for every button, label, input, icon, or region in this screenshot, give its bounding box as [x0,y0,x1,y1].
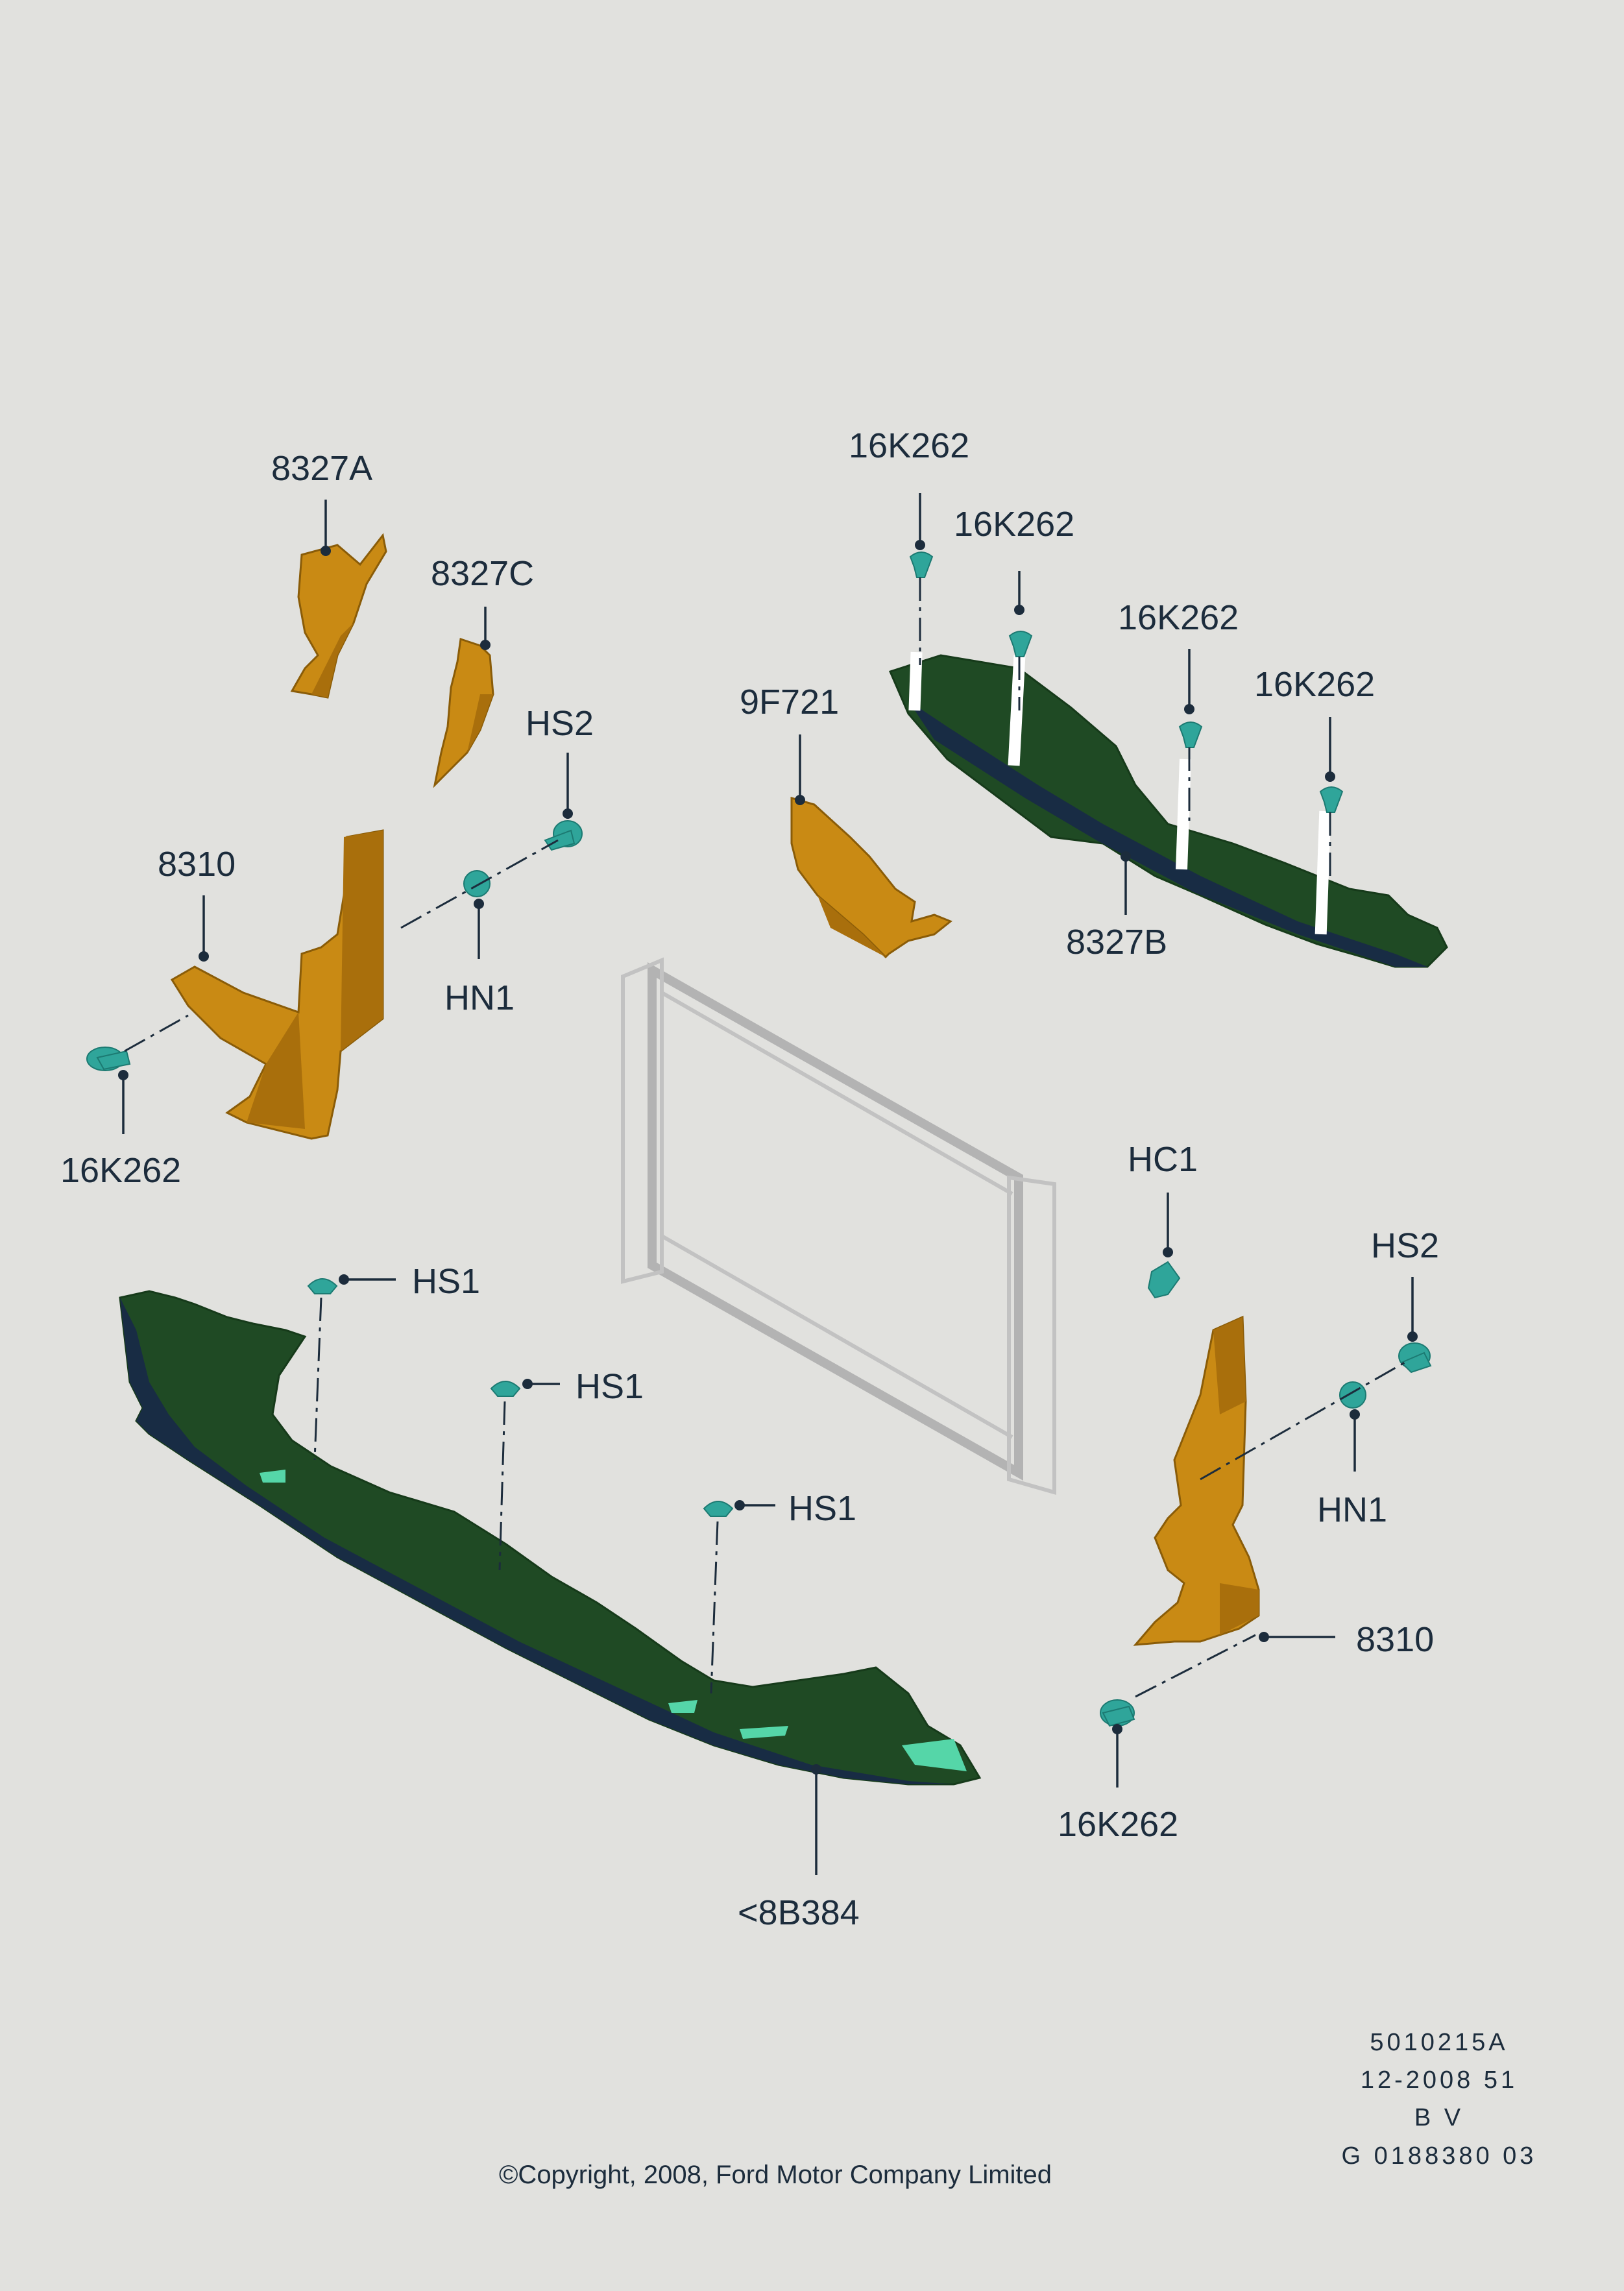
callout-HS2-left: HS2 [526,704,594,819]
callout-8B384: <8B384 [738,1764,860,1932]
callout-HS1-b: HS1 [522,1367,644,1406]
assembly-line-left-screw [400,839,559,929]
assembly-line-HS1-c [710,1521,719,1694]
assembly-line-16K262-right [1135,1634,1256,1698]
callout-label: 8327C [431,554,534,593]
callout-8327C: 8327C [431,554,534,650]
fastener-HS1-c [703,1501,734,1517]
callout-label: HS1 [412,1262,480,1301]
callout-label: 9F721 [740,683,839,721]
drawing-number: G 0188380 03 [1342,2142,1537,2170]
assembly-line-16K262-left [124,1014,189,1052]
callout-label: 8327A [271,449,372,488]
fastener-16K262-top-4 [1319,786,1344,813]
callout-label: 8327B [1066,923,1167,962]
bv-code: B V [1414,2104,1464,2131]
callout-label: 16K262 [60,1151,181,1190]
part-8327A [290,533,387,699]
fastener-16K262-top-3 [1178,721,1203,748]
callout-16K262-top-4: 16K262 [1254,665,1375,782]
callout-16K262-top-1: 16K262 [849,426,969,550]
callout-16K262-top-3: 16K262 [1118,598,1239,714]
part-8327C [433,638,494,788]
callout-label: 16K262 [1254,665,1375,704]
callout-HS2-right: HS2 [1371,1226,1439,1342]
callout-HN1-left: HN1 [444,899,515,1017]
callout-16K262-top-2: 16K262 [954,505,1074,615]
callout-label: 8310 [1356,1620,1434,1659]
callout-label: <8B384 [738,1893,860,1932]
callout-label: HS1 [576,1367,644,1406]
callout-label: HC1 [1128,1140,1198,1179]
fastener-HS1-b [490,1381,521,1397]
callout-label: HS2 [1371,1226,1439,1265]
callout-8327B: 8327B [1066,851,1167,962]
callout-HC1: HC1 [1128,1140,1198,1257]
radiator-outline [621,957,1056,1495]
callout-label: 16K262 [849,426,969,465]
fastener-16K262-left [86,1047,131,1071]
assembly-line-HS1-a [313,1297,322,1461]
fastener-16K262-top-1 [909,552,934,578]
callout-label: HS2 [526,704,594,743]
callout-label: HS1 [788,1489,856,1528]
fastener-16K262-right [1100,1699,1135,1727]
callout-16K262-left: 16K262 [60,1070,181,1190]
callout-label: HN1 [444,978,515,1017]
callout-label: 16K262 [954,505,1074,544]
fastener-HC1 [1147,1261,1181,1299]
fastener-HS2-left [544,820,583,851]
callout-label: 16K262 [1058,1805,1178,1844]
fastener-16K262-top-2 [1008,631,1033,657]
part-9F721 [790,797,952,959]
callout-8310-left: 8310 [158,845,236,962]
part-8310-left [170,829,384,1140]
callout-label: 8310 [158,845,236,884]
drawing-info-block: 5010215A 12-2008 51 B V G 0188380 03 [1342,2029,1537,2170]
copyright-notice: ©Copyright, 2008, Ford Motor Company Lim… [499,2161,1052,2189]
callout-8327A: 8327A [271,449,372,556]
callout-label: HN1 [1317,1490,1387,1529]
part-code: 5010215A [1370,2029,1508,2056]
callout-16K262-right: 16K262 [1058,1724,1178,1844]
date-code: 12-2008 51 [1361,2067,1518,2094]
fastener-HN1-right [1339,1381,1366,1409]
callout-8310-right: 8310 [1259,1620,1434,1659]
callout-HS1-c: HS1 [734,1489,856,1528]
callout-9F721: 9F721 [740,683,839,805]
assembly-line-HS1-b [498,1401,506,1571]
part-8310-right [1133,1315,1260,1646]
callout-HS1-a: HS1 [339,1262,480,1301]
part-8327B [888,651,1448,968]
callout-label: 16K262 [1118,598,1239,637]
fastener-HN1-left [463,870,491,897]
fastener-HS1-a [307,1278,338,1294]
fastener-HS2-right [1398,1342,1432,1374]
part-8B384 [119,1290,982,1786]
callout-HN1-right: HN1 [1317,1409,1387,1529]
